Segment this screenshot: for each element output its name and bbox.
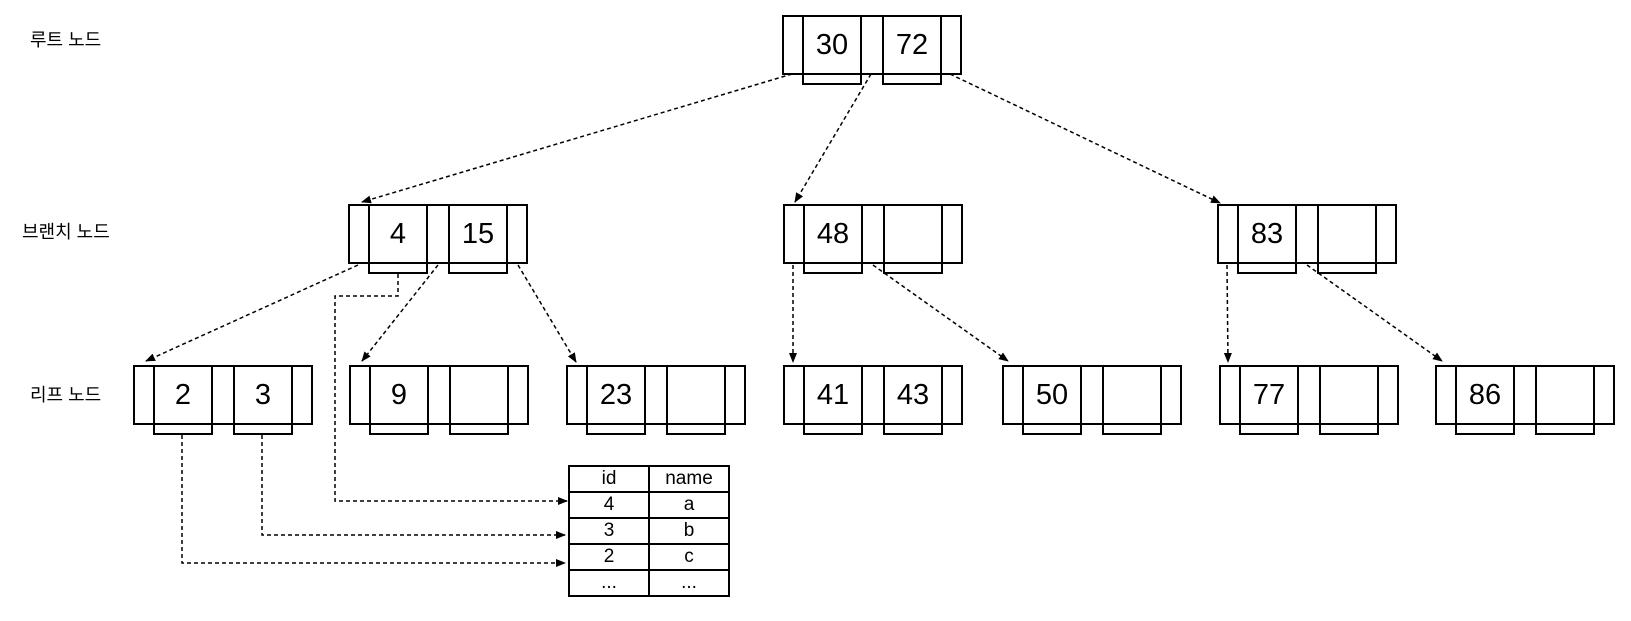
arrow-root-to-branch-3 <box>949 73 1221 204</box>
arrow-leaf-key-3-to-row-3 <box>261 435 566 539</box>
table-row-cell: ... <box>568 569 650 597</box>
node-key-cell: 9 <box>369 365 429 435</box>
node-key-cell: 41 <box>803 365 863 435</box>
node-key-cell <box>1317 204 1377 274</box>
arrow-root-to-branch-2 <box>794 73 872 203</box>
arrow-branch-1-to-leaf-3 <box>517 264 577 363</box>
node-key-cell: 23 <box>586 365 646 435</box>
arrow-root-to-branch-1 <box>361 73 793 204</box>
node-frame <box>566 365 746 425</box>
table-row-cell: 4 <box>568 491 650 519</box>
node-frame <box>133 365 313 425</box>
node-frame <box>783 204 963 264</box>
table-row-cell: b <box>648 517 730 545</box>
table-row-cell: c <box>648 543 730 571</box>
arrow-branch-3-to-leaf-6 <box>1223 264 1232 363</box>
node-frame <box>348 204 528 264</box>
node-frame <box>783 365 963 425</box>
node-key-cell: 15 <box>448 204 508 274</box>
node-key-cell: 48 <box>803 204 863 274</box>
node-key-cell: 2 <box>153 365 213 435</box>
node-frame <box>1217 204 1397 264</box>
root-node-label: 루트 노드 <box>30 30 102 50</box>
node-frame <box>782 15 962 75</box>
node-key-cell <box>883 204 943 274</box>
arrow-branch-1-to-leaf-1 <box>145 264 359 362</box>
table-header-row-cell: name <box>648 465 730 493</box>
node-key-cell <box>666 365 726 435</box>
node-frame <box>1219 365 1399 425</box>
node-key-cell <box>1102 365 1162 435</box>
node-key-cell: 77 <box>1239 365 1299 435</box>
leaf-node-label: 리프 노드 <box>30 385 102 405</box>
node-key-cell <box>1535 365 1595 435</box>
node-key-cell: 3 <box>233 365 293 435</box>
node-key-cell: 4 <box>368 204 428 274</box>
node-key-cell: 83 <box>1237 204 1297 274</box>
table-row-cell: a <box>648 491 730 519</box>
node-key-cell: 50 <box>1022 365 1082 435</box>
node-frame <box>1002 365 1182 425</box>
branch-node-label: 브랜치 노드 <box>22 222 110 242</box>
node-key-cell <box>449 365 509 435</box>
node-key-cell: 72 <box>882 15 942 85</box>
arrow-leaf-key-2-to-row-2 <box>181 435 566 567</box>
arrow-branch-3-to-leaf-7 <box>1306 264 1443 362</box>
table-row-cell: 2 <box>568 543 650 571</box>
node-key-cell: 30 <box>802 15 862 85</box>
table-header-row-cell: id <box>568 465 650 493</box>
table-row-cell: ... <box>648 569 730 597</box>
table-row-cell: 3 <box>568 517 650 545</box>
table-row: ...... <box>568 569 730 597</box>
arrow-branch-1-to-leaf-2 <box>361 264 439 362</box>
node-key-cell: 86 <box>1455 365 1515 435</box>
arrow-branch-2-to-leaf-5 <box>872 264 1009 362</box>
node-frame <box>1435 365 1615 425</box>
node-key-cell <box>1319 365 1379 435</box>
node-key-cell: 43 <box>883 365 943 435</box>
